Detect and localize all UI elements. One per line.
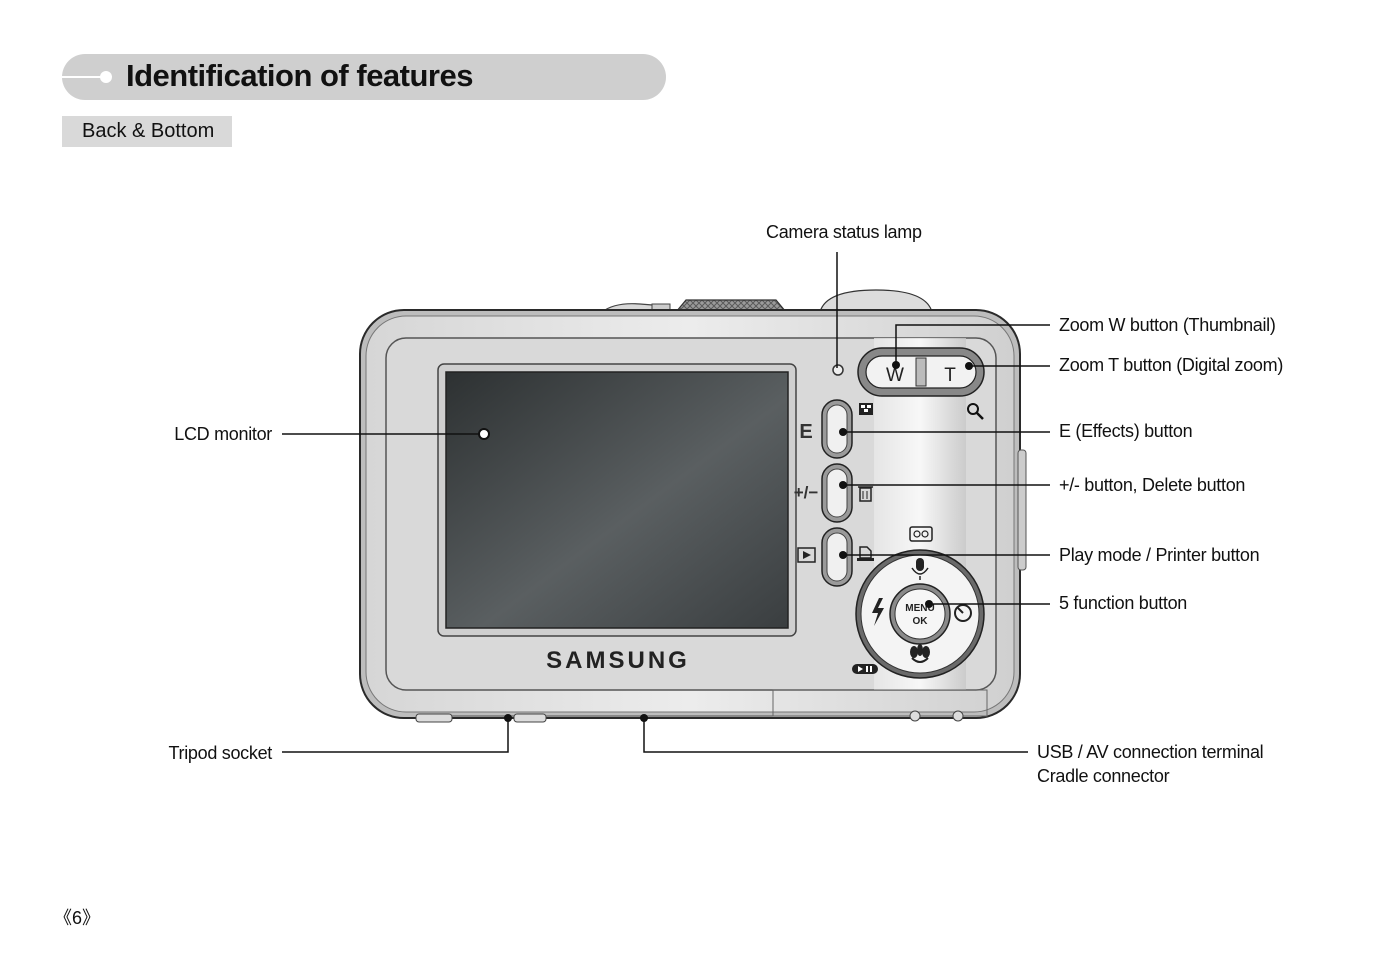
voice-memo-icon — [909, 526, 933, 542]
plusminus-key: +/− — [794, 483, 819, 502]
label-usb-av-terminal: USB / AV connection terminal — [1037, 742, 1264, 762]
effects-icon — [859, 403, 873, 415]
page-title: Identification of features — [126, 58, 473, 93]
ok-key: OK — [913, 616, 929, 627]
label-play-mode-button: Play mode / Printer button — [1059, 545, 1260, 565]
title-decoration-dot — [100, 71, 112, 83]
label-lcd-monitor: LCD monitor — [174, 424, 272, 444]
label-camera-status-lamp: Camera status lamp — [766, 222, 922, 242]
trash-icon — [858, 486, 873, 502]
callout-dots — [478, 361, 973, 722]
play-pause-icon — [852, 664, 878, 674]
label-five-function-button: 5 function button — [1059, 593, 1188, 613]
label-zoom-t-button: Zoom T button (Digital zoom) — [1059, 355, 1284, 375]
section-title: Back & Bottom — [82, 120, 215, 142]
macro-icon — [910, 644, 930, 663]
label-cradle-connector: Cradle connector — [1037, 766, 1170, 786]
label-zoom-w-button: Zoom W button (Thumbnail) — [1059, 315, 1276, 335]
shutter-button — [819, 289, 933, 313]
section-heading: Back & Bottom — [62, 116, 232, 147]
zoom-t-key: T — [944, 365, 956, 386]
microphone-icon — [911, 558, 929, 580]
leader-lines — [282, 252, 1050, 753]
lcd-monitor — [445, 371, 789, 629]
flash-icon — [872, 598, 884, 626]
leader-usb — [643, 718, 1028, 753]
title-bar: Identification of features — [62, 54, 666, 100]
label-plusminus-button: +/- button, Delete button — [1059, 475, 1246, 495]
magnifier-icon — [967, 403, 984, 420]
label-e-button: E (Effects) button — [1059, 421, 1193, 441]
camera-status-lamp — [832, 364, 844, 376]
menu-key: MENU — [905, 603, 934, 614]
e-key: E — [799, 421, 812, 443]
brand-logo: SAMSUNG — [546, 647, 690, 674]
label-tripod-socket: Tripod socket — [168, 743, 273, 763]
page-number: 《6》 — [54, 908, 101, 928]
leader-zoom-w — [895, 324, 1050, 364]
title-decoration-line — [62, 76, 102, 78]
zoom-w-key: W — [886, 365, 904, 386]
leader-tripod — [282, 718, 509, 753]
play-icon — [797, 547, 816, 563]
self-timer-icon — [954, 604, 972, 622]
